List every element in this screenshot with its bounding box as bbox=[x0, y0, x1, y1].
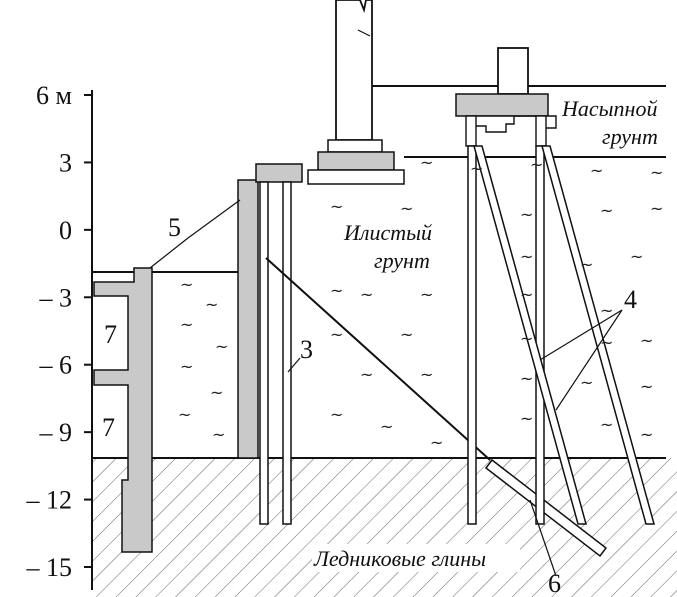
silt-wave-symbol: ~ bbox=[360, 285, 373, 304]
axis-tick-label: 3 bbox=[59, 148, 72, 177]
left-retaining-wall bbox=[93, 267, 153, 553]
pile-cap-lower bbox=[466, 115, 557, 133]
callout-5: 5 bbox=[168, 213, 181, 242]
axis-tick-label: 6 м bbox=[36, 81, 72, 110]
silt-wave-symbol: ~ bbox=[470, 159, 483, 178]
callout-6: 6 bbox=[548, 569, 561, 597]
silt-wave-symbol: ~ bbox=[420, 365, 433, 384]
raked-pile-2 bbox=[541, 145, 655, 525]
silt-wave-symbol: ~ bbox=[530, 155, 543, 174]
silt-wave-symbol: ~ bbox=[400, 199, 413, 218]
silt-wave-symbol: ~ bbox=[330, 197, 343, 216]
callout-7-lower: 7 bbox=[102, 413, 115, 442]
silt-wave-symbol: ~ bbox=[180, 275, 193, 294]
right-vertical-pile-2 bbox=[535, 145, 545, 525]
silt-wave-symbol: ~ bbox=[520, 205, 533, 224]
silt-soil-label-2: грунт bbox=[374, 248, 430, 273]
axis-tick-label: – 6 bbox=[39, 351, 73, 380]
silt-wave-symbol: ~ bbox=[580, 373, 593, 392]
silt-wave-symbol: ~ bbox=[205, 295, 218, 314]
footing-middle bbox=[317, 151, 395, 171]
footing-base bbox=[307, 169, 405, 185]
silt-wave-symbol: ~ bbox=[420, 153, 433, 172]
callout-4: 4 bbox=[624, 285, 637, 314]
silt-wave-symbol: ~ bbox=[210, 383, 223, 402]
silt-wave-symbol: ~ bbox=[520, 369, 533, 388]
silt-wave-symbol: ~ bbox=[400, 325, 413, 344]
right-vertical-pile-1 bbox=[467, 145, 477, 525]
fill-label-bg bbox=[560, 96, 664, 150]
axis-tick-label: – 15 bbox=[26, 553, 73, 582]
silt-wave-symbol: ~ bbox=[600, 201, 613, 220]
silt-soil-label-1: Илистый bbox=[343, 220, 432, 245]
silt-wave-symbol: ~ bbox=[180, 315, 193, 334]
silt-wave-symbol: ~ bbox=[600, 415, 613, 434]
vertical-pile-1 bbox=[259, 181, 269, 525]
silt-wave-symbol: ~ bbox=[212, 425, 225, 444]
silt-wave-symbol: ~ bbox=[590, 161, 603, 180]
silt-wave-symbol: ~ bbox=[600, 301, 613, 320]
clay-label-bg bbox=[312, 544, 520, 572]
silt-wave-symbol: ~ bbox=[330, 405, 343, 424]
raked-pile-1 bbox=[473, 145, 587, 525]
fill-soil-label-2: грунт bbox=[602, 124, 658, 149]
anchor-rod-plate bbox=[484, 458, 608, 558]
glacial-clay-layer bbox=[92, 458, 677, 597]
silt-wave-symbol: ~ bbox=[520, 409, 533, 428]
silt-wave-symbols: ~ ~ ~ ~ ~ ~ ~ ~ ~ ~ ~ ~ ~ ~ ~ ~ ~ ~ ~ ~ ~ ~ ~ ~ ~ ~ ~ ~ ~ ~ ~ ~ ~ ~ ~ ~ ~ ~ ~ ~… bbox=[178, 153, 663, 452]
silt-wave-symbol: ~ bbox=[520, 285, 533, 304]
silt-wave-symbol: ~ bbox=[600, 333, 613, 352]
silt-wave-symbol: ~ bbox=[640, 425, 653, 444]
silt-wave-symbol: ~ bbox=[630, 247, 643, 266]
callout-7-upper: 7 bbox=[104, 320, 117, 349]
leader-4a bbox=[539, 309, 623, 361]
axis-tick-label: – 9 bbox=[39, 418, 73, 447]
silt-wave-symbol: ~ bbox=[420, 285, 433, 304]
anchor-cap bbox=[255, 163, 303, 183]
silt-wave-symbol: ~ bbox=[430, 433, 443, 452]
silt-wave-symbol: ~ bbox=[380, 417, 393, 436]
axis-tick-label: – 12 bbox=[26, 486, 73, 515]
axis-tick-label: – 3 bbox=[39, 283, 73, 312]
silt-wave-symbol: ~ bbox=[650, 199, 663, 218]
leader-4b bbox=[555, 309, 623, 411]
depth-axis-labels: 6 м 3 0 – 3 – 6 – 9 – 12 – 15 bbox=[26, 81, 73, 582]
leader-5b bbox=[149, 237, 189, 269]
silt-wave-symbol: ~ bbox=[520, 247, 533, 266]
vertical-pile-2 bbox=[282, 181, 292, 525]
anchor-tie-rod bbox=[265, 257, 491, 461]
axis-tick-label: 0 bbox=[59, 216, 72, 245]
leader-5 bbox=[187, 199, 241, 239]
silt-wave-symbol: ~ bbox=[330, 281, 343, 300]
fill-soil-label-1: Насыпной bbox=[561, 96, 657, 121]
pile-head-1 bbox=[465, 115, 477, 147]
pile-head-2 bbox=[535, 115, 547, 147]
silt-wave-symbol: ~ bbox=[520, 329, 533, 348]
leader-3 bbox=[287, 357, 301, 373]
clay-soil-label: Ледниковые глины bbox=[313, 546, 486, 571]
silt-wave-symbol: ~ bbox=[215, 337, 228, 356]
footing-top bbox=[327, 139, 383, 153]
column bbox=[335, 0, 373, 141]
silt-wave-symbol: ~ bbox=[360, 365, 373, 384]
silt-wave-symbol: ~ bbox=[640, 331, 653, 350]
silt-wave-symbol: ~ bbox=[640, 377, 653, 396]
column-mark bbox=[357, 29, 371, 37]
callout-3: 3 bbox=[300, 335, 313, 364]
silt-wave-symbol: ~ bbox=[180, 357, 193, 376]
silt-wave-symbol: ~ bbox=[580, 255, 593, 274]
silt-wave-symbol: ~ bbox=[330, 325, 343, 344]
silt-wave-symbol: ~ bbox=[650, 163, 663, 182]
depth-axis-ticks bbox=[84, 94, 92, 568]
leader-6 bbox=[529, 499, 557, 577]
sheet-pile-wall bbox=[237, 179, 259, 459]
silt-wave-symbol: ~ bbox=[178, 405, 191, 424]
right-column bbox=[497, 47, 529, 95]
pile-cap bbox=[455, 93, 549, 117]
